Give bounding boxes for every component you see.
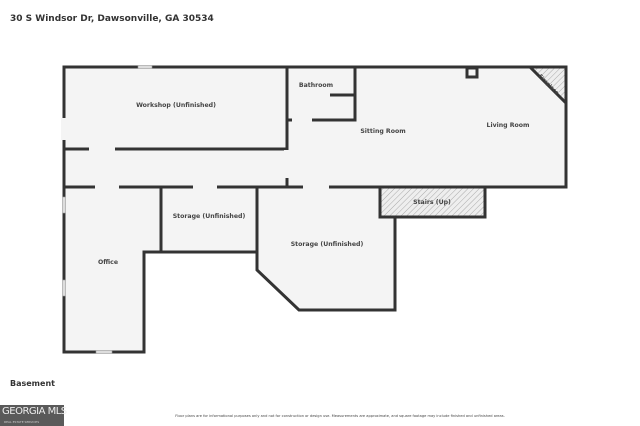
georgia-mls-logo: GEORGIA MLS REAL ESTATE SERVICES: [0, 405, 67, 426]
openings: [61, 117, 329, 190]
property-address: 30 S Windsor Dr, Dawsonville, GA 30534: [10, 14, 214, 24]
floor-level-label: Basement: [10, 379, 55, 388]
room-label-workshop: Workshop (Unfinished): [136, 102, 216, 109]
floor-outline: [62, 65, 568, 354]
fireplace: [526, 65, 568, 107]
room-label-storage-1: Storage (Unfinished): [173, 213, 246, 220]
logo-subtext: REAL ESTATE SERVICES: [4, 420, 40, 424]
room-label-bathroom: Bathroom: [299, 82, 333, 89]
logo-text: GEORGIA MLS: [2, 406, 67, 417]
room-label-storage-2: Storage (Unfinished): [291, 241, 364, 248]
room-label-sitting-room: Sitting Room: [360, 128, 405, 135]
room-label-office: Office: [98, 259, 118, 266]
windows: [62, 65, 153, 354]
room-label-stairs: Stairs (Up): [413, 199, 451, 206]
room-label-living-room: Living Room: [487, 122, 530, 129]
disclaimer: Floor plans are for informational purpos…: [175, 414, 505, 418]
stairs: [378, 185, 487, 219]
